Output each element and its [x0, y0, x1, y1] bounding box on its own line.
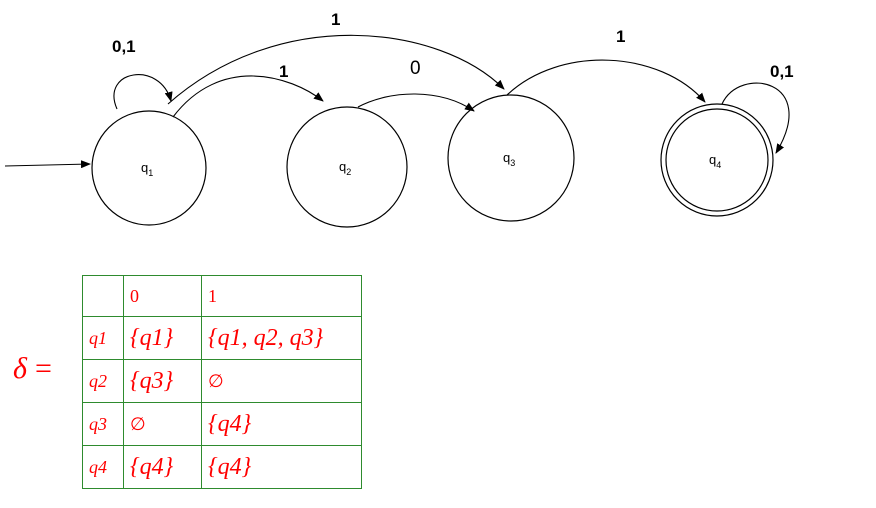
edge-label-q1-loop: 0,1 [112, 37, 136, 56]
transition-table: 0 1 q1 {q1} {q1, q2, q3} q2 {q3} ∅ q3 ∅ … [82, 275, 362, 489]
header-input-1: 1 [201, 275, 362, 317]
delta-symbol: δ= [13, 352, 52, 386]
nfa-state-diagram: q1 q2 q3 q4 0,1 1 1 0 1 0,1 [4, 10, 794, 228]
row-on-1: {q1, q2, q3} [201, 316, 362, 360]
state-q4-label: q4 [709, 152, 721, 170]
edge-q1-loop [113, 74, 173, 110]
edge-label-q1-q2: 1 [279, 62, 288, 81]
state-q3 [447, 94, 575, 222]
delta-glyph: δ [13, 352, 27, 385]
state-q3-label: q3 [503, 150, 515, 168]
edge-q1-q2 [172, 75, 324, 118]
edge-q4-loop [721, 82, 790, 154]
row-state: q2 [82, 359, 124, 403]
state-q4-inner [665, 108, 769, 212]
row-state: q3 [82, 402, 124, 446]
table-row: q2 {q3} ∅ [82, 359, 362, 403]
table-row: q3 ∅ {q4} [82, 402, 362, 446]
edge-q3-q4 [506, 59, 706, 103]
table-row: q4 {q4} {q4} [82, 445, 362, 489]
state-q4-outer [660, 103, 774, 217]
row-on-1: {q4} [201, 402, 362, 446]
edge-label-q3-q4: 1 [616, 27, 625, 46]
row-on-1: {q4} [201, 445, 362, 489]
header-corner-cell [82, 275, 124, 317]
row-state: q4 [82, 445, 124, 489]
edge-label-q1-q3: 1 [331, 10, 340, 29]
edge-q1-q3 [167, 34, 505, 105]
row-on-0: {q1} [123, 316, 202, 360]
row-on-0: ∅ [123, 402, 202, 446]
start-arrow [4, 160, 91, 169]
header-input-0: 0 [123, 275, 202, 317]
edge-label-q2-q3: 0 [410, 58, 421, 79]
table-header-row: 0 1 [82, 275, 362, 317]
state-q2 [286, 106, 408, 228]
state-q2-label: q2 [339, 159, 351, 177]
row-on-0: {q3} [123, 359, 202, 403]
delta-equals: = [34, 352, 52, 385]
row-on-1: ∅ [201, 359, 362, 403]
state-q1 [91, 110, 207, 226]
state-q1-label: q1 [141, 160, 153, 178]
table-row: q1 {q1} {q1, q2, q3} [82, 316, 362, 360]
edge-q2-q3 [357, 93, 475, 112]
edge-label-q4-loop: 0,1 [770, 62, 794, 81]
row-on-0: {q4} [123, 445, 202, 489]
row-state: q1 [82, 316, 124, 360]
